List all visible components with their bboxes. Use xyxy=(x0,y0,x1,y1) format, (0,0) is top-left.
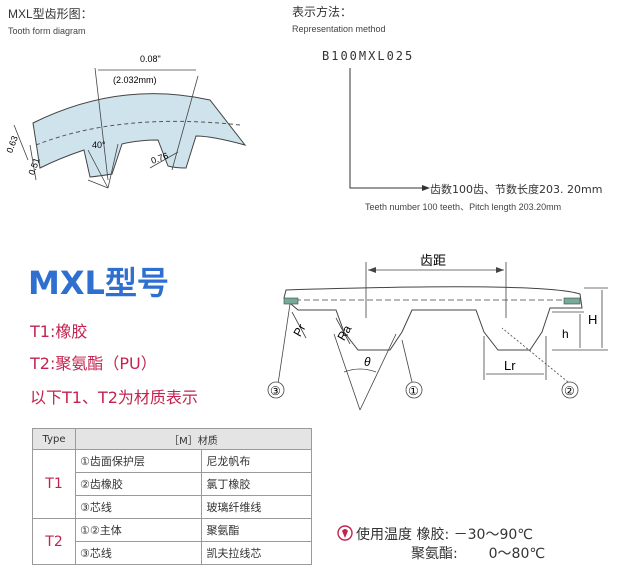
representation-subtitle: Representation method xyxy=(292,24,386,34)
table-header-type: Type xyxy=(32,428,76,450)
dim-angle-text: 40° xyxy=(92,140,106,150)
dim-pitch-mm-text: (2.032mm) xyxy=(113,75,157,85)
temperature-pu-line: 聚氨酯: 0～80℃ xyxy=(411,543,545,563)
representation-code: B100MXL025 xyxy=(322,49,415,63)
dim-H: H xyxy=(588,312,597,327)
dim-076-text: 0.76 xyxy=(150,151,170,166)
table-row: ③芯线 玻璃纤维线 xyxy=(33,495,312,519)
part-cell: ②齿橡胶 xyxy=(74,472,203,496)
model-title: MXL型号 xyxy=(28,264,169,302)
part-cell: ③芯线 xyxy=(74,495,203,519)
dim-h: h xyxy=(562,327,569,341)
table-row: T1 ①齿面保护层 尼龙帆布 xyxy=(32,449,312,519)
tooth-form-diagram: 0.08" (2.032mm) 0.63 0.51 40° 0.76 xyxy=(4,54,247,189)
part-cell: ①②主体 xyxy=(74,518,203,542)
temperature-rubber-line: 使用温度 橡胶: －30～90℃ xyxy=(356,524,533,544)
model-t1: T1:橡胶 xyxy=(30,322,88,341)
representation-note-en: Teeth number 100 teeth、Pitch length 203.… xyxy=(365,202,562,212)
temperature-rubber-label: 橡胶: xyxy=(416,527,450,543)
model-note: 以下T1、T2为材质表示 xyxy=(30,388,198,407)
material-cell: 凯夫拉线芯 xyxy=(201,541,312,565)
dim-063-text: 0.63 xyxy=(4,134,19,154)
dim-Lr: Lr xyxy=(504,358,516,373)
callout-1: ① xyxy=(408,384,419,398)
part-cell: ③芯线 xyxy=(74,541,203,565)
callout-2: ② xyxy=(564,384,575,398)
material-cell: 尼龙帆布 xyxy=(201,449,312,473)
table-row: ③芯线 凯夫拉线芯 xyxy=(33,541,312,565)
material-cell: 氯丁橡胶 xyxy=(201,472,312,496)
belt-profile-body xyxy=(283,286,583,351)
type-t1: T1 xyxy=(32,449,76,519)
table-row: T2 ①②主体 聚氨酯 xyxy=(32,518,312,565)
pitch-line xyxy=(35,120,241,146)
belt-arc-body xyxy=(32,93,247,178)
material-cell: 聚氨酯 xyxy=(201,518,312,542)
tooth-form-subtitle: Tooth form diagram xyxy=(8,26,86,36)
representation-title: 表示方法： xyxy=(292,5,353,19)
representation-leader-line xyxy=(349,68,430,191)
material-cell: 玻璃纤维线 xyxy=(201,495,312,519)
label-Ra: Ra xyxy=(334,322,354,343)
table-row: ②齿橡胶 氯丁橡胶 xyxy=(33,472,312,496)
table-header-material: ［M］材质 xyxy=(75,428,312,450)
thermometer-icon xyxy=(337,525,353,541)
pitch-label: 齿距 xyxy=(420,253,446,268)
part-cell: ①齿面保护层 xyxy=(74,449,203,473)
type-t2: T2 xyxy=(32,518,76,565)
callout-3: ③ xyxy=(270,384,281,398)
material-table: Type ［M］材质 T1 ①齿面保护层 尼龙帆布 ②齿橡胶 氯丁橡胶 ③芯线 … xyxy=(32,428,312,565)
table-header-row: Type ［M］材质 xyxy=(32,428,312,450)
temperature-pu-label: 聚氨酯: xyxy=(411,546,458,562)
temperature-label: 使用温度 xyxy=(356,527,412,543)
temperature-rubber-range: －30～90℃ xyxy=(453,527,533,543)
model-t2: T2:聚氨酯（PU） xyxy=(30,354,157,373)
representation-note-zh: 齿数100齿、节数长度203. 20mm xyxy=(430,183,603,196)
label-Pr: Pr xyxy=(290,322,308,339)
belt-profile-diagram: 齿距 H h Lr Pr Ra θ ③ ① ② xyxy=(267,253,608,411)
label-theta: θ xyxy=(364,355,371,369)
temperature-pu-range: 0～80℃ xyxy=(488,546,546,562)
tooth-form-title: MXL型齿形图： xyxy=(8,7,93,21)
dim-pitch-text: 0.08" xyxy=(140,54,161,64)
